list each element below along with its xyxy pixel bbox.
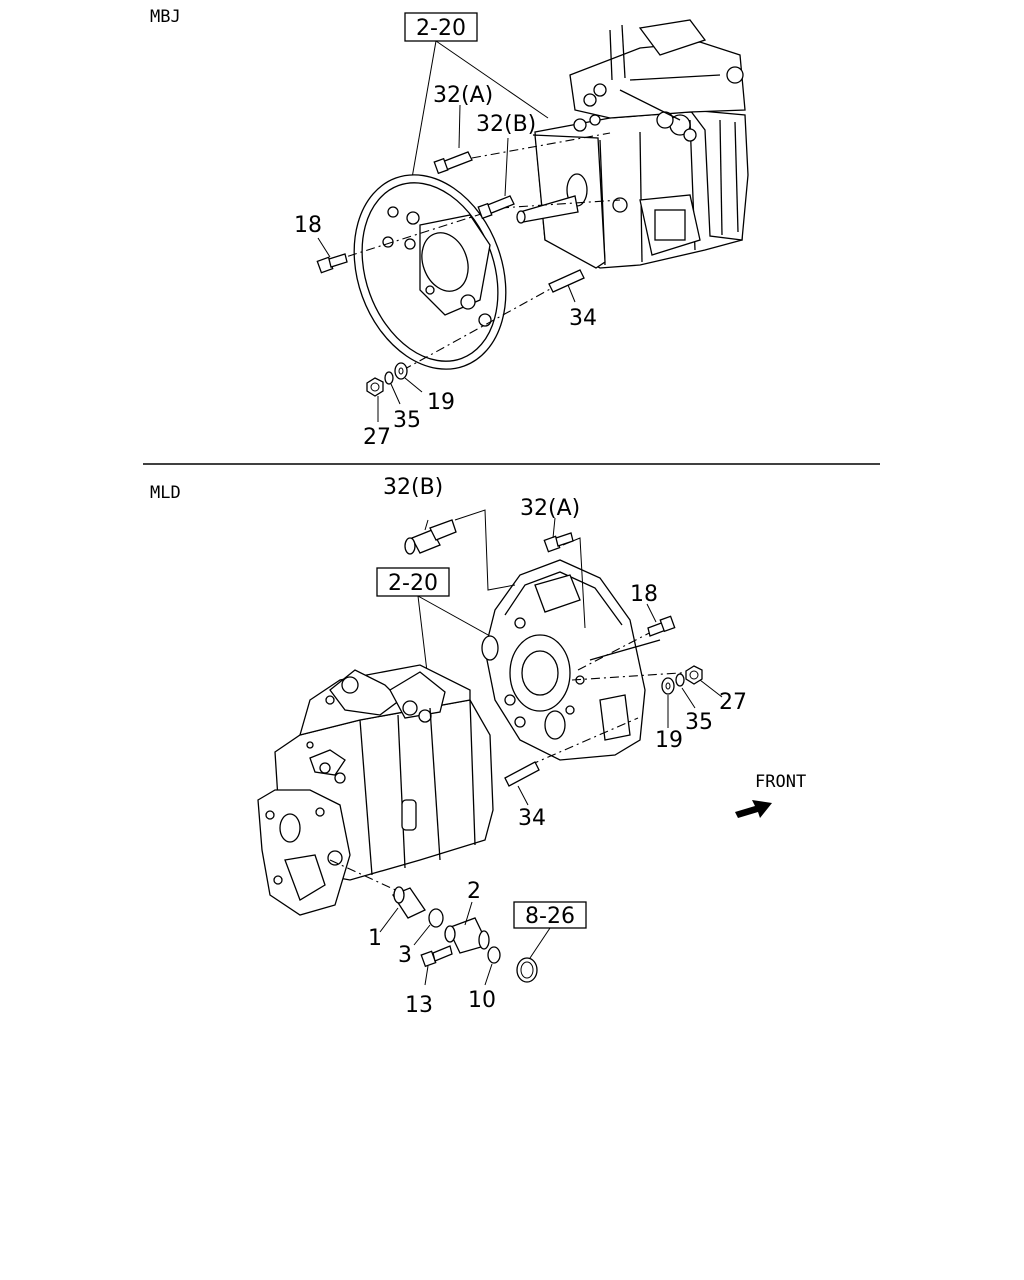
dash-line-1-bottom bbox=[329, 859, 401, 893]
callout-35-bottom: 35 bbox=[685, 710, 713, 735]
part-10-seal[interactable] bbox=[487, 946, 501, 964]
dash-line-18-bottom bbox=[577, 629, 656, 671]
leader-34-bottom bbox=[517, 785, 529, 806]
washer-19-bottom[interactable] bbox=[661, 677, 675, 695]
leader-2-20-d bbox=[417, 595, 491, 637]
callout-27-top: 27 bbox=[363, 425, 391, 450]
leader-13 bbox=[424, 965, 429, 986]
callout-18-bottom: 18 bbox=[630, 582, 658, 607]
callout-13: 13 bbox=[405, 993, 433, 1018]
leader-2-20-b bbox=[435, 40, 549, 119]
part-8-26-cap[interactable] bbox=[516, 957, 538, 983]
bolt-32b-bottom[interactable] bbox=[404, 519, 457, 555]
callout-1: 1 bbox=[368, 926, 382, 951]
leader-19-top bbox=[404, 377, 423, 393]
leader-2 bbox=[464, 901, 473, 926]
leader-10 bbox=[484, 963, 493, 986]
dash-line-34-bottom bbox=[529, 717, 639, 766]
leader-18-top bbox=[317, 237, 331, 258]
washer-35-bottom[interactable] bbox=[675, 673, 685, 687]
callout-34-bottom: 34 bbox=[518, 806, 546, 831]
dash-line-32b-top bbox=[499, 199, 621, 209]
part-3-oring[interactable] bbox=[428, 908, 444, 928]
stud-34-top[interactable] bbox=[548, 269, 585, 293]
ref-box-8-26[interactable]: 8-26 bbox=[513, 901, 587, 929]
svg-text:8-26: 8-26 bbox=[525, 904, 575, 929]
part-1-shaft[interactable] bbox=[392, 886, 426, 919]
leader-1 bbox=[379, 907, 399, 933]
dash-line-32a-top bbox=[471, 132, 611, 159]
callout-19-bottom: 19 bbox=[655, 728, 683, 753]
transmission-assembly-top bbox=[516, 19, 749, 269]
dash-line-34-top bbox=[402, 287, 553, 371]
callout-32b-top: 32(B) bbox=[476, 112, 536, 137]
dash-line-18-top bbox=[329, 207, 501, 263]
callout-2: 2 bbox=[467, 879, 481, 904]
transmission-assembly-bottom bbox=[257, 664, 494, 916]
front-arrow-icon bbox=[735, 800, 772, 818]
leader-18-bottom bbox=[646, 603, 657, 623]
nut-27-top[interactable] bbox=[366, 377, 384, 397]
leader-3 bbox=[413, 924, 431, 946]
leader-8-26 bbox=[529, 927, 551, 959]
part-2-sleeve[interactable] bbox=[444, 917, 490, 954]
callout-3: 3 bbox=[398, 943, 412, 968]
bolt-32a-top[interactable] bbox=[433, 151, 473, 175]
bolt-18-bottom[interactable] bbox=[647, 615, 676, 637]
leader-2-20-a bbox=[411, 40, 437, 179]
bolt-18-top[interactable] bbox=[316, 253, 348, 274]
section-code-mld: MLD bbox=[150, 483, 181, 503]
leader-32a-top bbox=[458, 104, 461, 149]
callout-10: 10 bbox=[468, 988, 496, 1013]
leader-32b-bottom bbox=[424, 519, 429, 531]
clutch-housing-top bbox=[353, 174, 507, 370]
leader-34-top bbox=[567, 284, 576, 303]
callout-32a-top: 32(A) bbox=[433, 83, 493, 108]
leader-32b-top bbox=[504, 137, 509, 197]
ref-box-2-20-top[interactable]: 2-20 bbox=[404, 12, 478, 42]
callout-34-top: 34 bbox=[569, 306, 597, 331]
callout-32a-bottom: 32(A) bbox=[520, 496, 580, 521]
callout-19-top: 19 bbox=[427, 390, 455, 415]
leader-35-bottom bbox=[681, 687, 696, 709]
clutch-housing-bottom bbox=[481, 559, 661, 761]
leader-27-bottom bbox=[699, 679, 723, 698]
leader-32a-bottom bbox=[552, 517, 556, 539]
nut-27-bottom[interactable] bbox=[685, 665, 703, 685]
ref-box-2-20-bottom[interactable]: 2-20 bbox=[376, 567, 450, 597]
washer-19-top[interactable] bbox=[394, 362, 408, 380]
svg-text:2-20: 2-20 bbox=[388, 571, 438, 596]
bolt-32b-top[interactable] bbox=[477, 195, 515, 220]
bolt-32a-bottom[interactable] bbox=[543, 532, 574, 553]
leader-2-20-c bbox=[417, 595, 429, 681]
callout-18-top: 18 bbox=[294, 213, 322, 238]
washer-35-top[interactable] bbox=[384, 371, 394, 385]
stud-34-bottom[interactable] bbox=[504, 761, 540, 787]
svg-text:2-20: 2-20 bbox=[416, 16, 466, 41]
section-code-mbj: MBJ bbox=[150, 7, 181, 27]
leader-35-top bbox=[390, 383, 401, 405]
part-13-bolt[interactable] bbox=[420, 945, 453, 968]
front-label: FRONT bbox=[755, 772, 806, 792]
leader-32b-bottom-path bbox=[454, 509, 516, 591]
callout-35-top: 35 bbox=[393, 408, 421, 433]
dash-line-27-bottom bbox=[571, 671, 696, 681]
callout-27-bottom: 27 bbox=[719, 690, 747, 715]
callout-32b-bottom: 32(B) bbox=[383, 475, 443, 500]
